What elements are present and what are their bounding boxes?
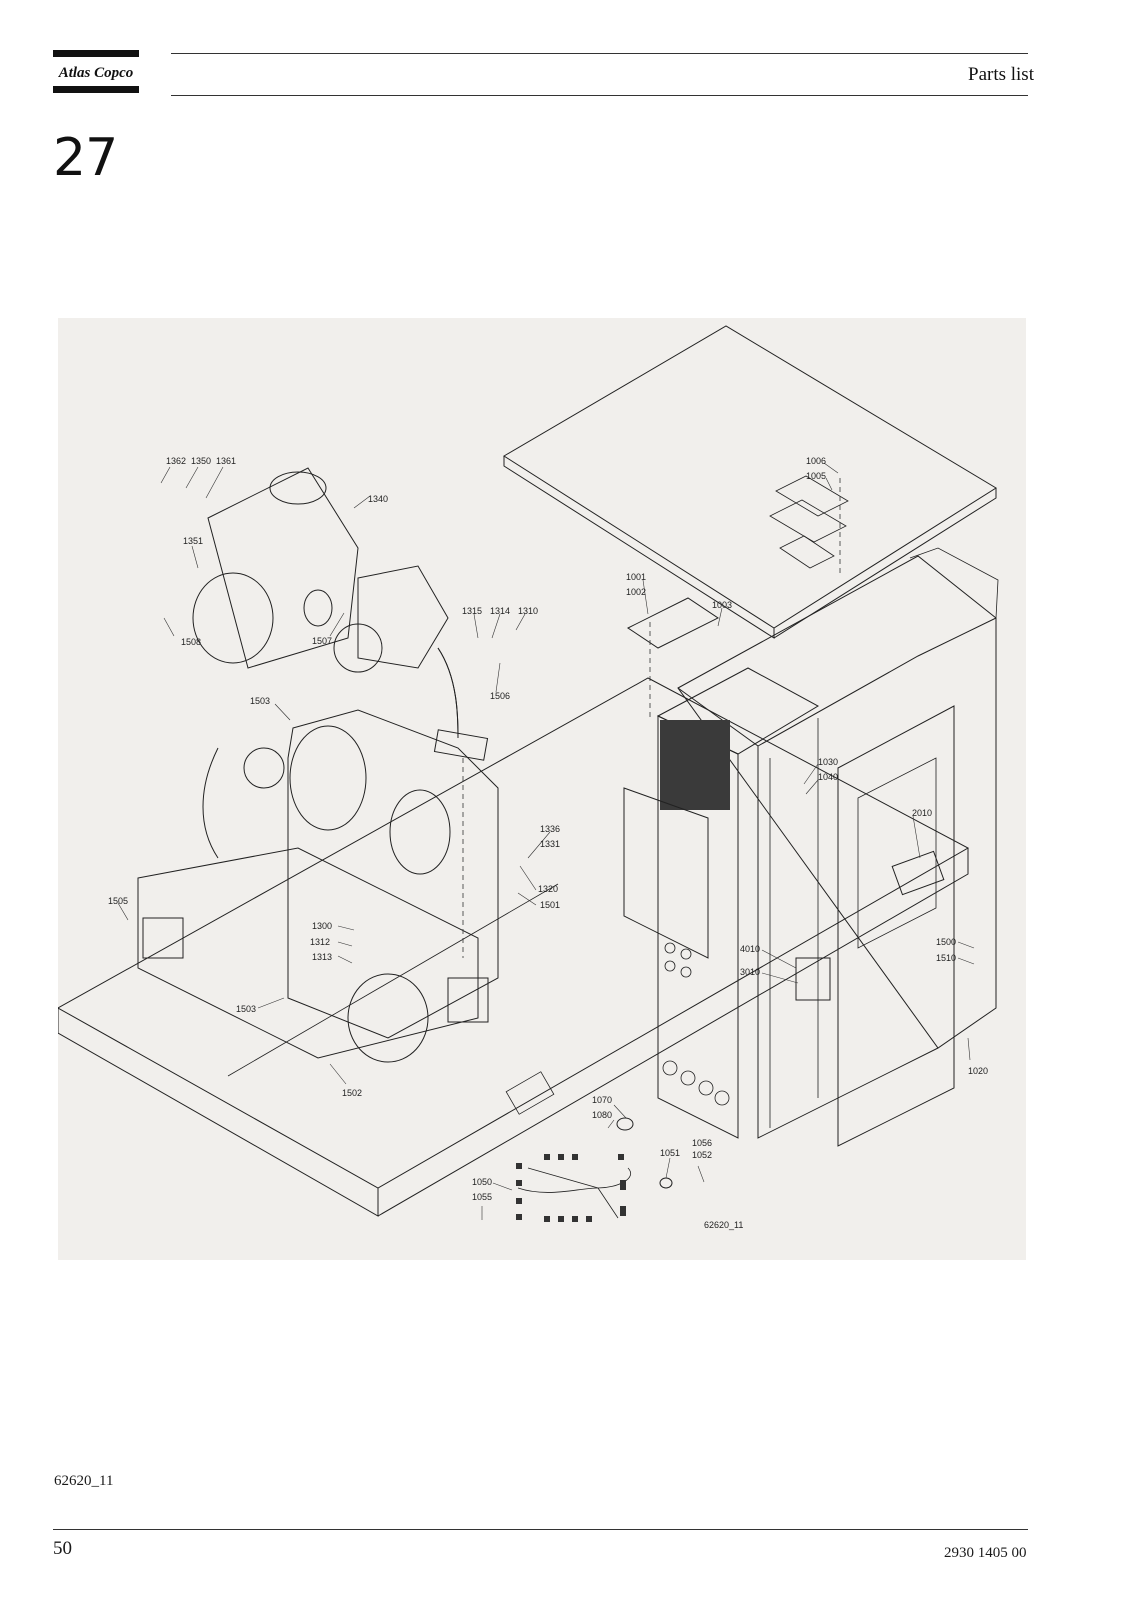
part-label-1040: 1040 — [818, 772, 838, 782]
exploded-parts-drawing: 1362 1350 1361 1340 1351 1508 1507 1315 … — [58, 318, 1026, 1260]
part-label-1313: 1313 — [312, 952, 332, 962]
part-label-3010: 3010 — [740, 967, 760, 977]
figure-id-label: 62620_11 — [704, 1220, 743, 1230]
part-label-1501: 1501 — [540, 900, 560, 910]
page-number: 50 — [53, 1538, 72, 1559]
part-label-1350: 1350 — [191, 456, 211, 466]
section-number: 27 — [53, 128, 118, 188]
base-frame — [58, 677, 970, 1217]
figure-reference: 62620_11 — [54, 1473, 114, 1489]
part-label-1005: 1005 — [806, 471, 826, 481]
header-rule-bottom — [171, 95, 1028, 96]
gear-casing — [202, 709, 499, 1039]
document-number: 2930 1405 00 — [944, 1545, 1027, 1561]
part-label-1340: 1340 — [368, 494, 388, 504]
logo-text: Atlas Copco — [58, 65, 134, 81]
part-label-1050: 1050 — [472, 1177, 492, 1187]
part-label-1070: 1070 — [592, 1095, 612, 1105]
part-label-1080: 1080 — [592, 1110, 612, 1120]
top-cover-panel — [503, 325, 997, 639]
part-label-1002: 1002 — [626, 587, 646, 597]
plug — [659, 1177, 673, 1189]
part-label-1314: 1314 — [490, 606, 510, 616]
part-label-1300: 1300 — [312, 921, 332, 931]
part-label-1055: 1055 — [472, 1192, 492, 1202]
mounting-plate — [627, 597, 719, 649]
drive-assembly — [192, 467, 489, 958]
cabinet-door — [837, 705, 955, 1147]
part-label-1361: 1361 — [216, 456, 236, 466]
part-label-4010: 4010 — [740, 944, 760, 954]
part-label-1052: 1052 — [692, 1150, 712, 1160]
part-label-1320: 1320 — [538, 884, 558, 894]
part-label-1507: 1507 — [312, 636, 332, 646]
part-label-1331: 1331 — [540, 839, 560, 849]
part-label-1505: 1505 — [108, 896, 128, 906]
compressor-element — [137, 847, 489, 1063]
part-label-1003: 1003 — [712, 600, 732, 610]
part-label-1336: 1336 — [540, 824, 560, 834]
wiring-harness — [516, 1154, 631, 1222]
leader-lines — [117, 462, 975, 1220]
part-label-1006: 1006 — [806, 456, 826, 466]
footer-rule — [53, 1529, 1028, 1530]
part-label-1503-lower: 1503 — [236, 1004, 256, 1014]
part-label-1351: 1351 — [183, 536, 203, 546]
section-title: Parts list — [968, 64, 1034, 85]
part-label-1500: 1500 — [936, 937, 956, 947]
atlas-copco-logo: Atlas Copco — [53, 50, 139, 93]
part-label-1030: 1030 — [818, 757, 838, 767]
part-label-1502: 1502 — [342, 1088, 362, 1098]
part-label-1508: 1508 — [181, 637, 201, 647]
part-label-1312: 1312 — [310, 937, 330, 947]
part-label-2010: 2010 — [912, 808, 932, 818]
part-label-1310: 1310 — [518, 606, 538, 616]
cabinet-frame — [677, 547, 999, 1139]
part-label-1020: 1020 — [968, 1066, 988, 1076]
cable-gland — [616, 1117, 634, 1131]
header-rule-top — [171, 53, 1028, 54]
part-label-1001: 1001 — [626, 572, 646, 582]
part-label-1315: 1315 — [462, 606, 482, 616]
part-label-1051: 1051 — [660, 1148, 680, 1158]
part-label-1056: 1056 — [692, 1138, 712, 1148]
part-label-1510: 1510 — [936, 953, 956, 963]
electrical-cabinet — [623, 667, 831, 1139]
part-label-1503-upper: 1503 — [250, 696, 270, 706]
part-label-1506: 1506 — [490, 691, 510, 701]
part-label-1362: 1362 — [166, 456, 186, 466]
